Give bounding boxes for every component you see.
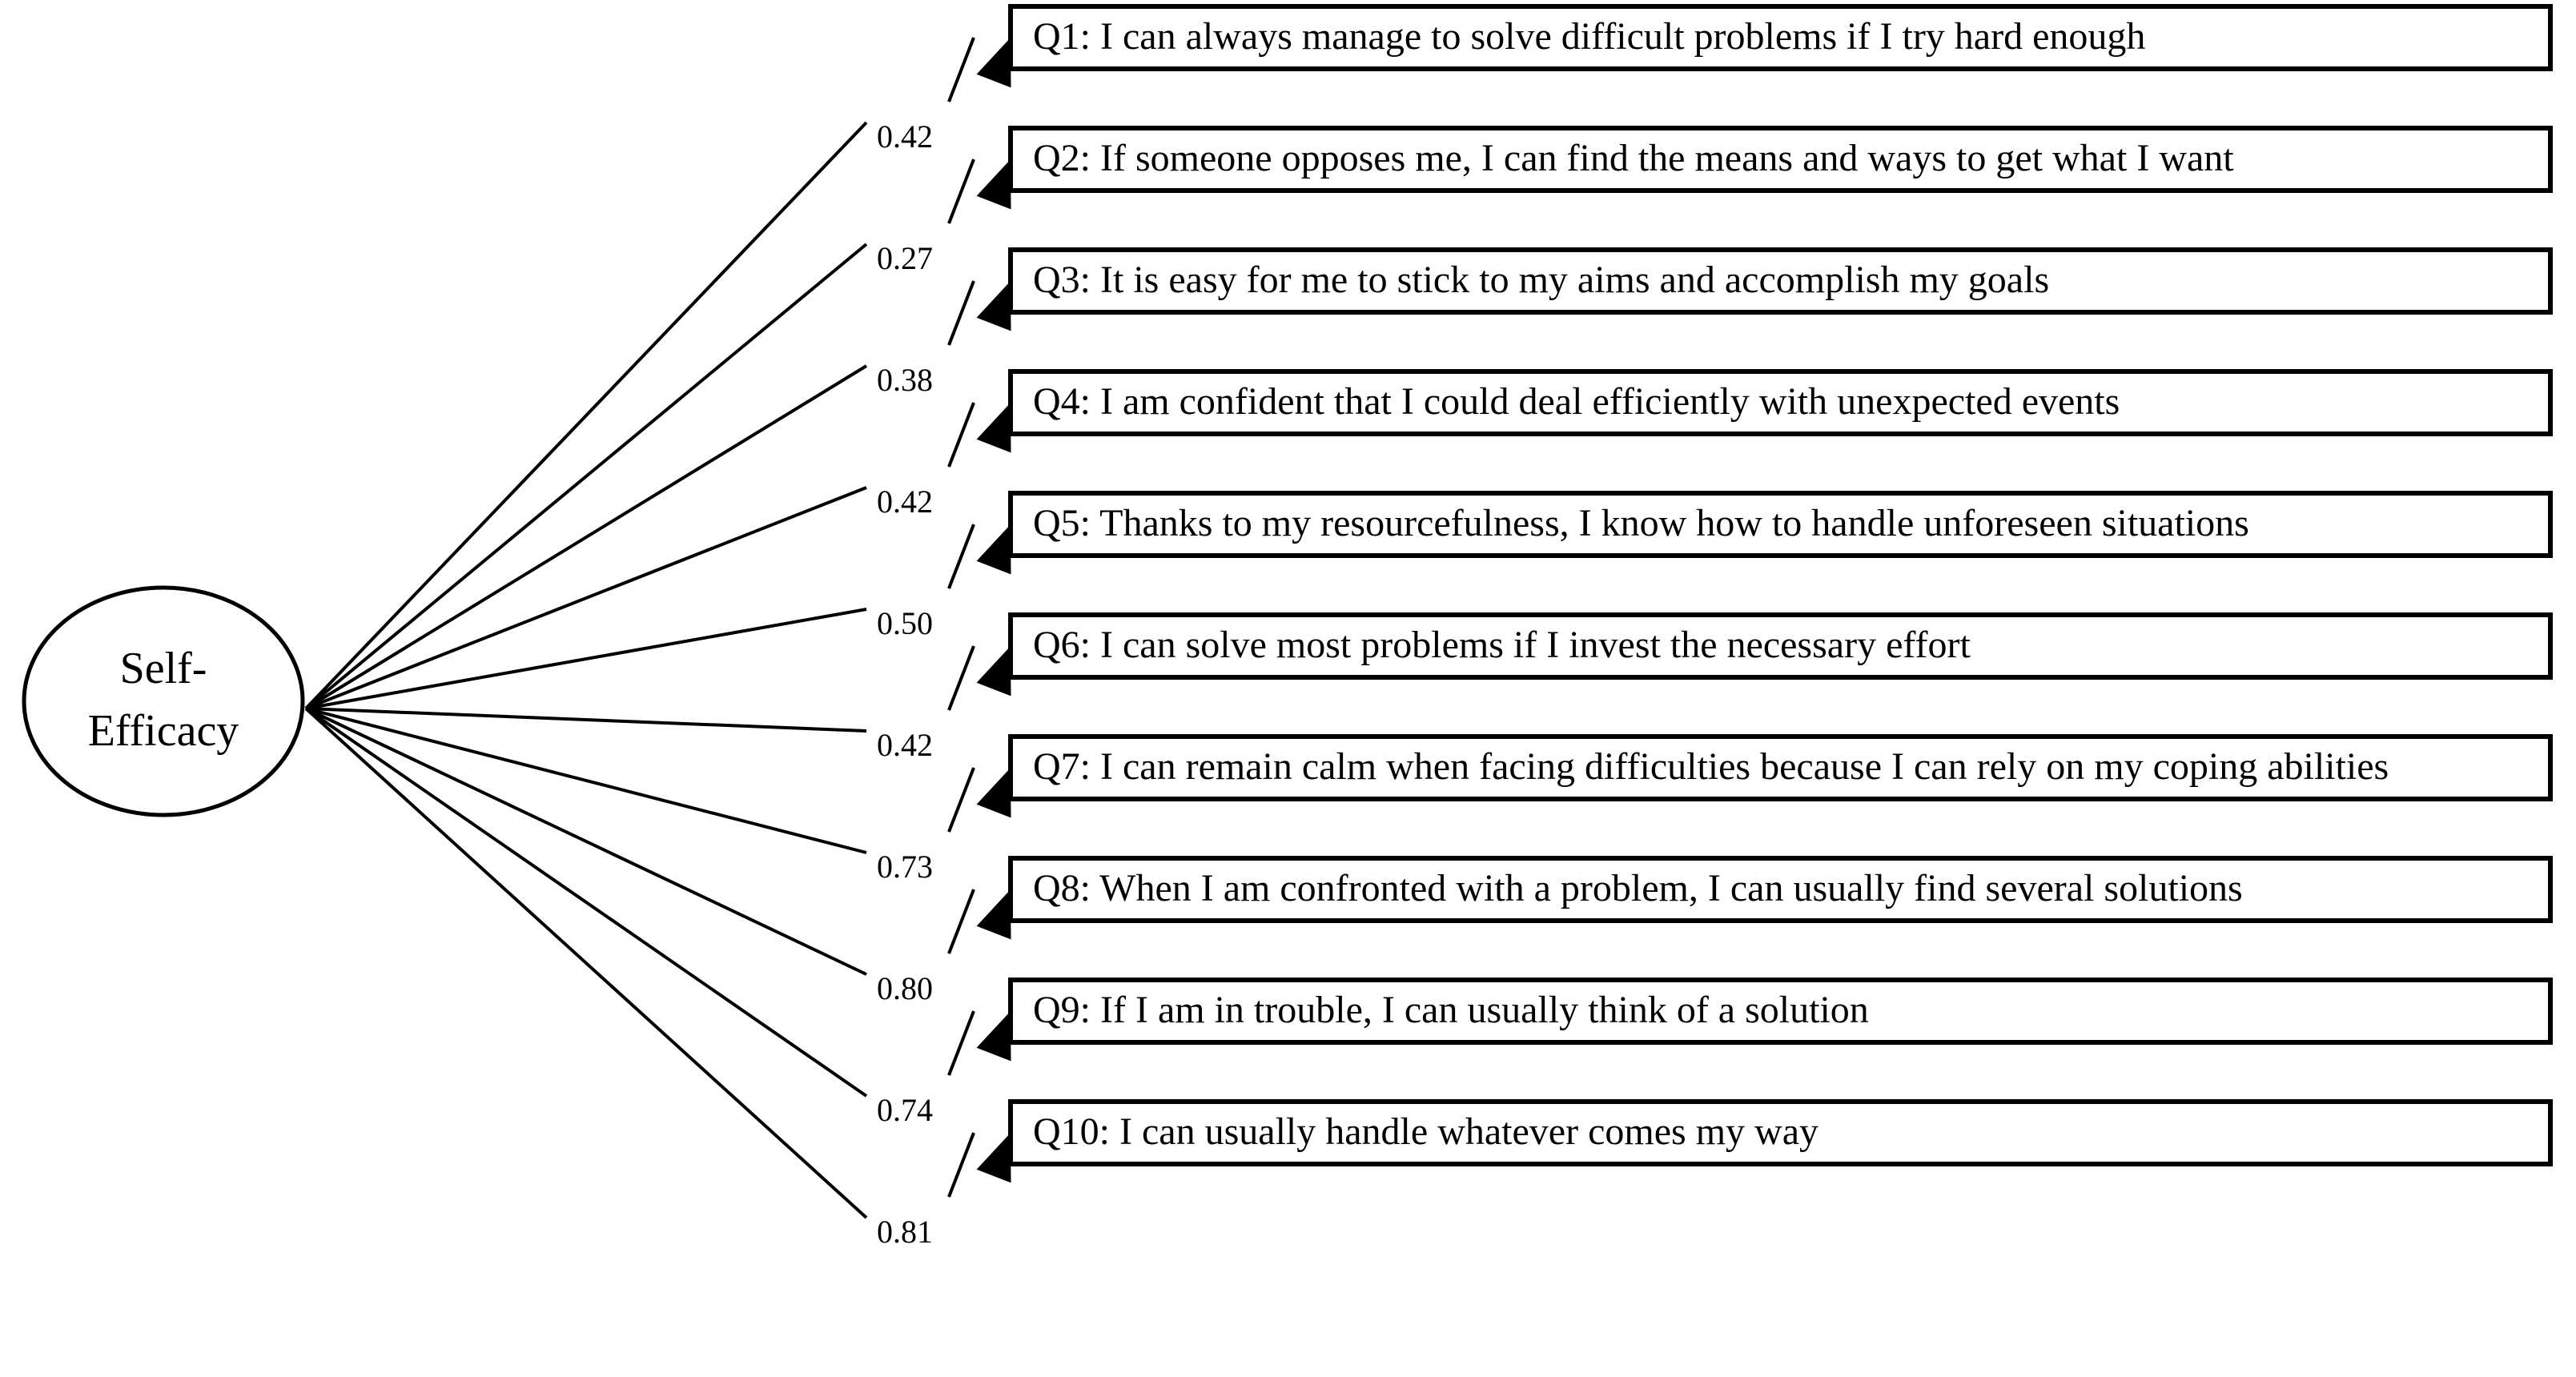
indicator-rect-Q4 — [1008, 369, 2553, 436]
loading-path-line-Q4[interactable] — [305, 486, 867, 710]
loading-arrow-segment-Q3[interactable] — [947, 280, 975, 346]
indicator-box-Q9[interactable]: Q9: If I am in trouble, I can usually th… — [1008, 978, 2553, 1045]
indicator-box-Q7[interactable]: Q7: I can remain calm when facing diffic… — [1008, 734, 2553, 801]
indicator-text-Q8: Q8: When I am confronted with a problem,… — [1033, 867, 2243, 909]
coefficient-label-Q6: 0.42 — [877, 727, 933, 763]
loading-path-line-Q8[interactable] — [305, 707, 867, 976]
loading-arrow-segment-Q8[interactable] — [947, 889, 975, 954]
indicator-rect-Q5 — [1008, 491, 2553, 558]
indicator-box-Q3[interactable]: Q3: It is easy for me to stick to my aim… — [1008, 247, 2553, 315]
indicator-rect-Q6 — [1008, 612, 2553, 680]
loading-path-line-Q1[interactable] — [304, 121, 868, 710]
loading-arrow-segment-Q2[interactable] — [947, 159, 975, 224]
coefficient-label-Q8: 0.80 — [877, 970, 933, 1006]
coefficient-label-Q9: 0.74 — [877, 1092, 933, 1128]
latent-variable-self-efficacy[interactable]: Self- Efficacy — [22, 585, 305, 817]
loading-path-line-Q7[interactable] — [305, 707, 867, 854]
indicator-rect-Q8 — [1008, 856, 2553, 923]
arrow-head-Q8 — [976, 889, 1011, 940]
loading-arrow-segment-Q4[interactable] — [947, 402, 975, 468]
loading-arrow-segment-Q10[interactable] — [947, 1132, 975, 1198]
indicator-text-Q7: Q7: I can remain calm when facing diffic… — [1033, 745, 2389, 788]
arrow-head-Q2 — [976, 159, 1011, 210]
indicator-text-Q9: Q9: If I am in trouble, I can usually th… — [1033, 989, 1869, 1031]
indicator-boxes-group: Q1: I can always manage to solve difficu… — [1008, 4, 2553, 1166]
loading-arrow-segment-Q5[interactable] — [947, 524, 975, 589]
indicator-box-Q2[interactable]: Q2: If someone opposes me, I can find th… — [1008, 126, 2553, 193]
arrow-head-Q1 — [976, 38, 1011, 88]
loading-path-line-Q6[interactable] — [305, 707, 867, 733]
arrow-head-Q6 — [976, 646, 1011, 697]
indicator-rect-Q3 — [1008, 247, 2553, 315]
coefficient-label-Q1: 0.42 — [877, 118, 933, 155]
indicator-text-Q5: Q5: Thanks to my resourcefulness, I know… — [1033, 502, 2249, 544]
latent-ellipse-shape — [22, 585, 305, 817]
indicator-box-Q10[interactable]: Q10: I can usually handle whatever comes… — [1008, 1099, 2553, 1166]
coefficient-label-Q7: 0.73 — [877, 849, 933, 885]
indicator-text-Q3: Q3: It is easy for me to stick to my aim… — [1033, 259, 2049, 301]
arrow-head-Q10 — [976, 1133, 1011, 1183]
indicator-text-Q10: Q10: I can usually handle whatever comes… — [1033, 1110, 1818, 1153]
indicator-text-Q4: Q4: I am confident that I could deal eff… — [1033, 380, 2120, 423]
indicator-rect-Q10 — [1008, 1099, 2553, 1166]
indicator-rect-Q2 — [1008, 126, 2553, 193]
coefficient-label-Q3: 0.38 — [877, 362, 933, 398]
coefficient-label-Q4: 0.42 — [877, 484, 933, 520]
indicator-rect-Q9 — [1008, 978, 2553, 1045]
indicator-rect-Q1 — [1008, 4, 2553, 71]
indicator-text-Q6: Q6: I can solve most problems if I inves… — [1033, 624, 1971, 666]
coefficient-label-Q5: 0.50 — [877, 605, 933, 641]
arrow-head-Q4 — [976, 403, 1011, 453]
indicator-rect-Q7 — [1008, 734, 2553, 801]
coefficient-label-Q2: 0.27 — [877, 240, 933, 276]
indicator-text-Q1: Q1: I can always manage to solve difficu… — [1033, 15, 2145, 58]
latent-label-line2: Efficacy — [88, 706, 239, 756]
loading-arrow-segment-Q7[interactable] — [947, 767, 975, 833]
indicator-box-Q1[interactable]: Q1: I can always manage to solve difficu… — [1008, 4, 2553, 71]
arrow-head-Q9 — [976, 1011, 1011, 1062]
indicator-box-Q8[interactable]: Q8: When I am confronted with a problem,… — [1008, 856, 2553, 923]
loading-arrow-segment-Q9[interactable] — [947, 1010, 975, 1076]
loading-arrow-segment-Q6[interactable] — [947, 645, 975, 711]
loading-paths-group: 0.42 0.27 0.38 0.42 0.50 0.42 0.73 0.80 0.74 0.81 — [304, 37, 1011, 1250]
loading-path-line-Q10[interactable] — [304, 707, 868, 1219]
arrow-head-Q7 — [976, 768, 1011, 818]
indicator-text-Q2: Q2: If someone opposes me, I can find th… — [1033, 137, 2234, 179]
loading-path-line-Q2[interactable] — [304, 243, 868, 710]
indicator-box-Q4[interactable]: Q4: I am confident that I could deal eff… — [1008, 369, 2553, 436]
loading-path-line-Q3[interactable] — [304, 364, 868, 710]
latent-label-line1: Self- — [120, 644, 207, 693]
loading-path-line-Q5[interactable] — [305, 608, 867, 710]
arrow-head-Q5 — [976, 524, 1011, 575]
indicator-box-Q6[interactable]: Q6: I can solve most problems if I inves… — [1008, 612, 2553, 680]
indicator-box-Q5[interactable]: Q5: Thanks to my resourcefulness, I know… — [1008, 491, 2553, 558]
loading-arrow-segment-Q1[interactable] — [947, 37, 975, 102]
coefficient-label-Q10: 0.81 — [877, 1214, 933, 1250]
loading-path-line-Q9[interactable] — [304, 707, 868, 1098]
arrow-head-Q3 — [976, 281, 1011, 331]
